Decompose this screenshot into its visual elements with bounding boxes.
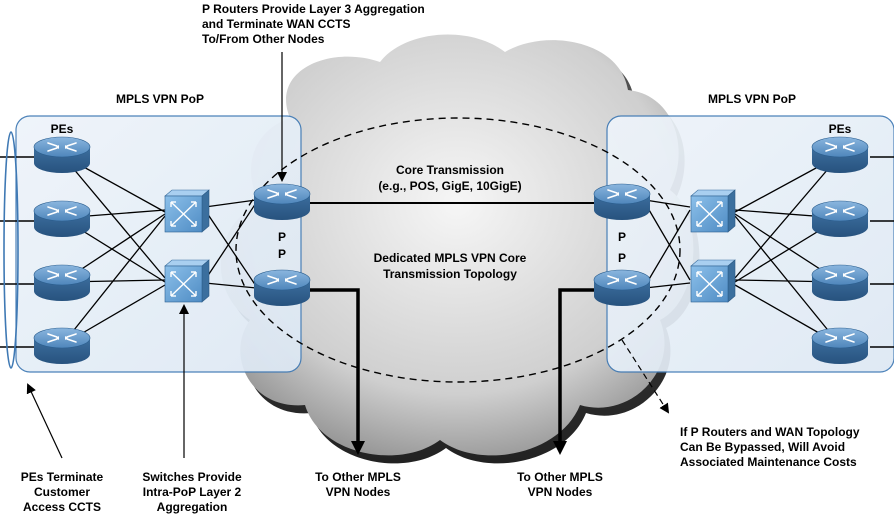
right-to-other-nodes-link <box>553 288 596 455</box>
top-annotation-line-2: and Terminate WAN CCTS <box>202 17 350 31</box>
right-pe-router-4 <box>811 327 869 365</box>
switches-provide-line-1: Switches Provide <box>142 470 242 484</box>
core-transmission-line-1: Core Transmission <box>396 163 504 177</box>
left-switch-2 <box>164 259 210 303</box>
top-annotation-line-1: P Routers Provide Layer 3 Aggregation <box>202 2 425 16</box>
right-pes-label: PEs <box>829 122 852 136</box>
pes-terminate-arrow <box>26 383 63 459</box>
bypass-note-line-2: Can Be Bypassed, Will Avoid <box>680 440 845 454</box>
right-p-router-2 <box>593 269 651 307</box>
switches-provide-line-3: Aggregation <box>157 500 228 514</box>
pes-terminate-line-1: PEs Terminate <box>21 470 104 484</box>
to-other-left-line-2: VPN Nodes <box>326 485 391 499</box>
left-p-label-2: P <box>278 247 286 261</box>
left-p-label-1: P <box>278 230 286 244</box>
dedicated-core-line-2: Transmission Topology <box>383 267 517 281</box>
left-pes-label: PEs <box>51 122 74 136</box>
left-pe-router-4 <box>33 327 91 365</box>
right-pe-router-1 <box>811 136 869 174</box>
right-pop-title: MPLS VPN PoP <box>708 92 796 106</box>
left-switch-p-links <box>204 199 257 289</box>
core-topology-ellipse <box>235 117 681 383</box>
left-pop-box <box>15 115 302 373</box>
core-transmission-line-2: (e.g., POS, GigE, 10GigE) <box>378 179 521 193</box>
right-switch-p-links <box>644 199 691 289</box>
top-annotation-line-3: To/From Other Nodes <box>202 32 325 46</box>
to-other-right-line-1: To Other MPLS <box>517 470 603 484</box>
left-switch-1 <box>164 189 210 233</box>
right-p-router-1 <box>593 183 651 221</box>
right-pop-box <box>606 115 894 373</box>
bypass-arrow <box>621 339 670 414</box>
right-p-label-1: P <box>618 230 626 244</box>
right-pe-router-2 <box>811 200 869 238</box>
cloud-shape <box>220 34 700 464</box>
bypass-note-line-1: If P Routers and WAN Topology <box>680 425 860 439</box>
right-switch-2 <box>690 259 736 303</box>
pes-terminate-line-2: Customer <box>34 485 90 499</box>
right-access-lines <box>870 156 894 348</box>
left-to-other-nodes-link <box>310 288 365 455</box>
right-p-label-2: P <box>618 251 626 265</box>
left-pe-router-3 <box>33 264 91 302</box>
pes-terminate-line-3: Access CCTS <box>23 500 101 514</box>
access-ccts-ellipse <box>3 131 19 369</box>
dedicated-core-line-1: Dedicated MPLS VPN Core <box>374 251 527 265</box>
right-switch-1 <box>690 189 736 233</box>
bypass-note-line-3: Associated Maintenance Costs <box>680 455 857 469</box>
to-other-right-line-2: VPN Nodes <box>528 485 593 499</box>
left-pop-title: MPLS VPN PoP <box>116 92 204 106</box>
left-p-router-2 <box>253 269 311 307</box>
right-pe-router-3 <box>811 264 869 302</box>
left-p-router-1 <box>253 183 311 221</box>
left-pe-router-1 <box>33 136 91 174</box>
left-pe-router-2 <box>33 200 91 238</box>
to-other-left-line-1: To Other MPLS <box>315 470 401 484</box>
switches-provide-line-2: Intra-PoP Layer 2 <box>143 485 242 499</box>
